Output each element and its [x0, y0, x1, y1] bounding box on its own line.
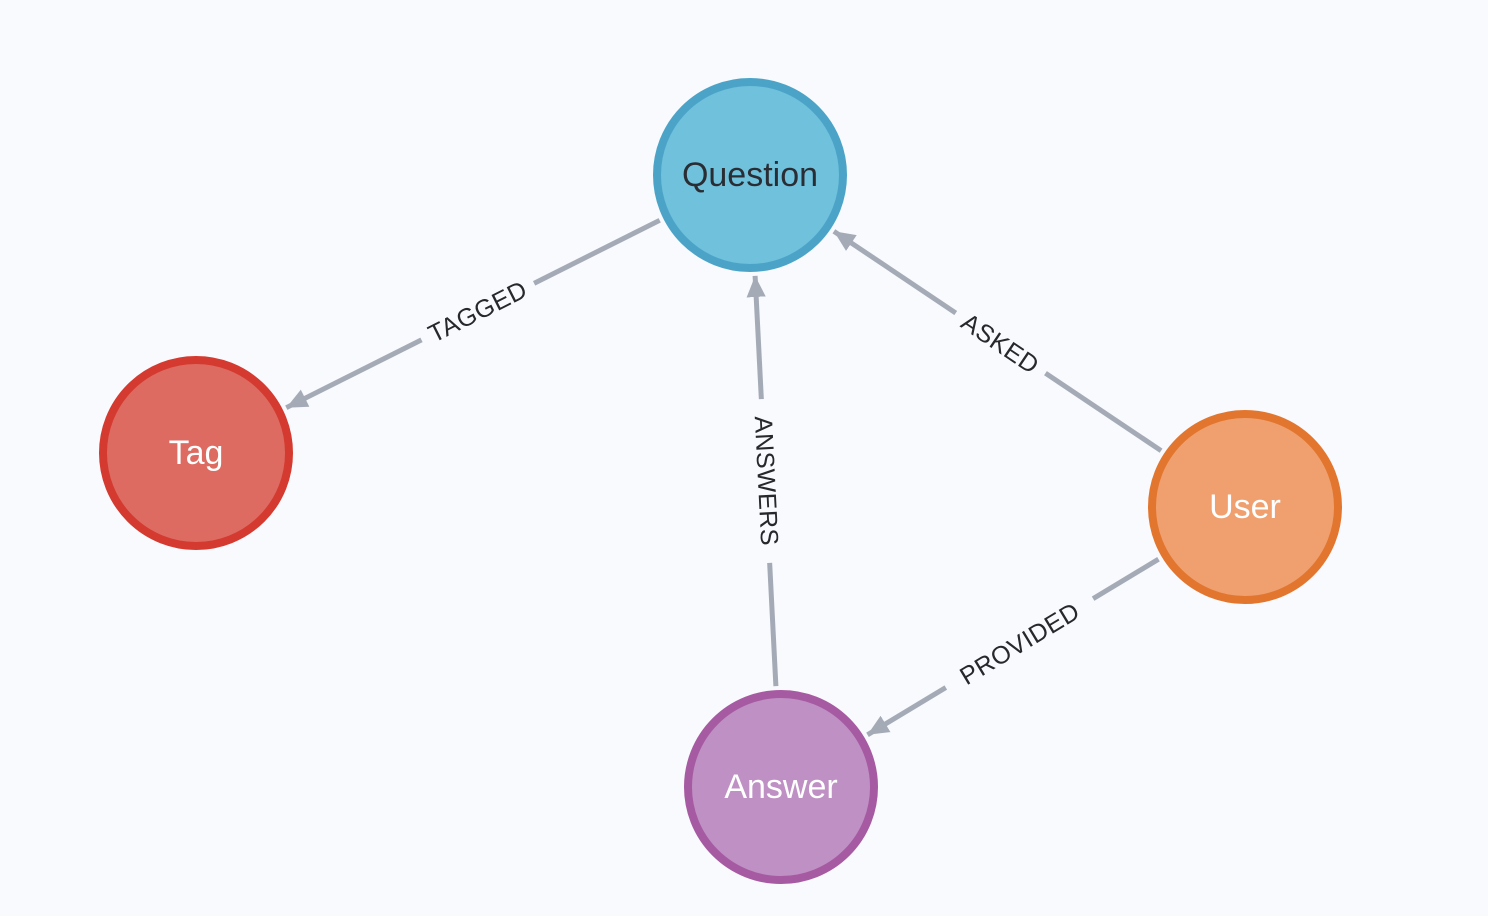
- node-user-circle: [1148, 410, 1342, 604]
- node-answer[interactable]: Answer: [684, 690, 878, 884]
- node-answer-circle: [684, 690, 878, 884]
- node-tag-circle: [99, 356, 293, 550]
- node-question[interactable]: Question: [653, 78, 847, 272]
- relationship-answers-label: ANSWERS: [745, 398, 787, 564]
- node-question-circle: [653, 78, 847, 272]
- node-user-label: User: [1209, 488, 1281, 526]
- node-question-label: Question: [682, 156, 818, 194]
- node-tag[interactable]: Tag: [99, 356, 293, 550]
- relationship-answers-label-bg: [745, 398, 787, 564]
- relationship-asked-label-bg: [946, 300, 1054, 388]
- relationship-answers[interactable]: ANSWERS: [745, 275, 787, 687]
- relationship-answers-label-text: ANSWERS: [749, 415, 784, 546]
- relationship-tagged-label-bg: [414, 269, 542, 355]
- relationship-provided-label-bg: [938, 585, 1102, 703]
- node-user[interactable]: User: [1148, 410, 1342, 604]
- node-answer-label: Answer: [724, 768, 837, 806]
- node-tag-label: Tag: [169, 434, 224, 472]
